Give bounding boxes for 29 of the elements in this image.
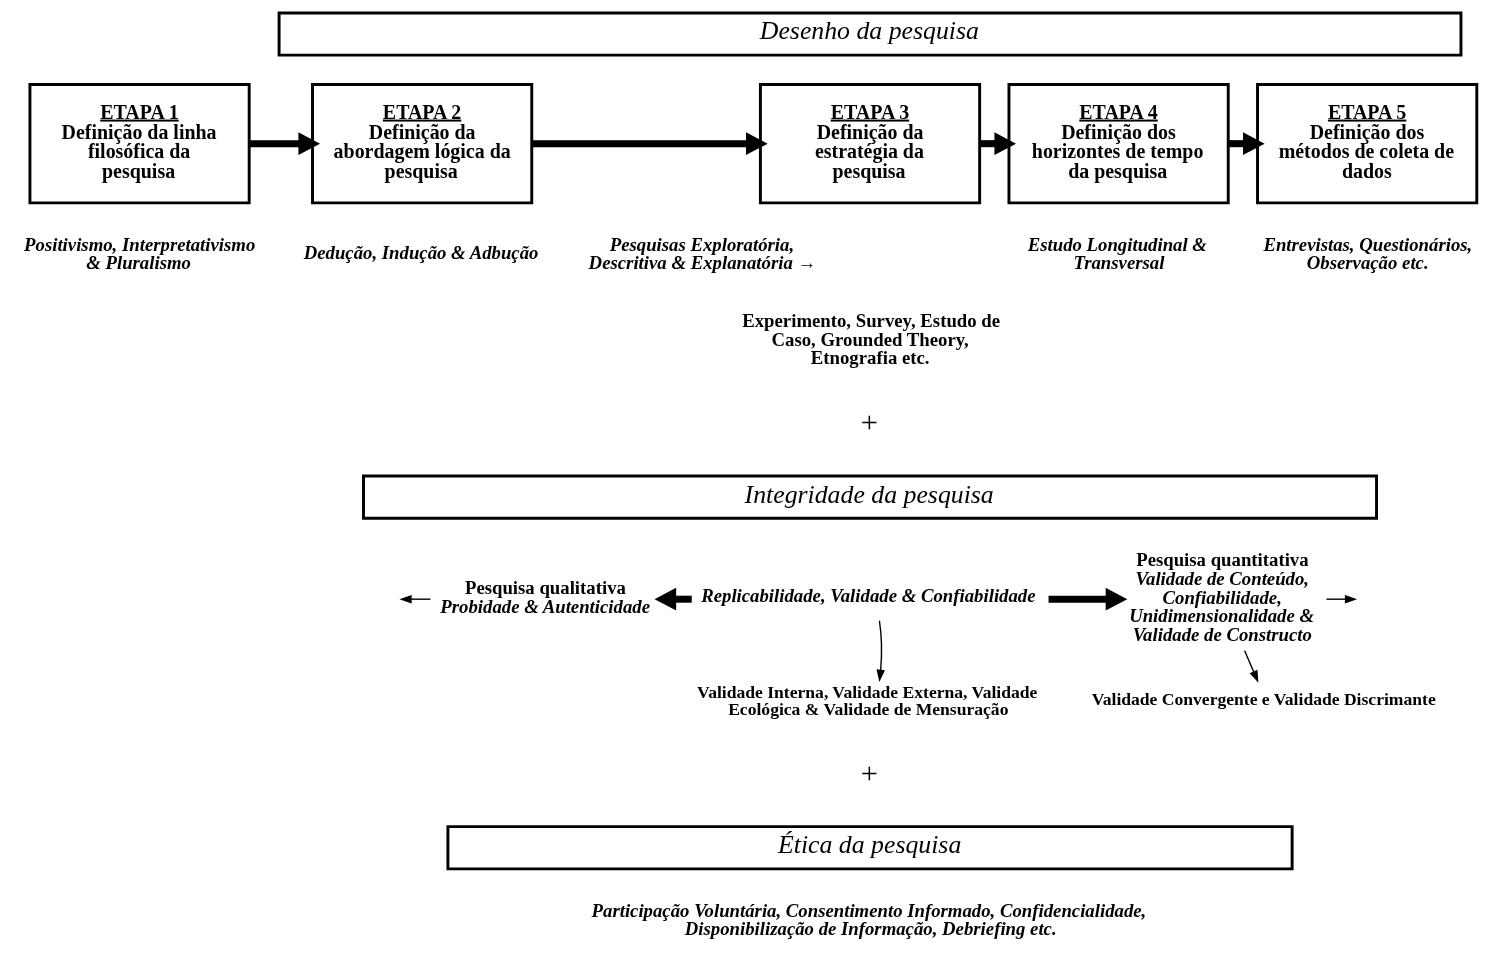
label: + (860, 405, 878, 440)
node-box: Desenho da pesquisa (277, 11, 1462, 57)
arrow (398, 594, 431, 604)
node-box: Ética da pesquisa (445, 825, 1294, 871)
arrow (654, 587, 692, 611)
arrow (875, 620, 885, 682)
node-label: Estudo Longitudinal & Transversal (1027, 233, 1207, 274)
node-label: Dedução, Indução & Adbução (303, 241, 538, 263)
node-label: Entrevistas, Questionários, Observação etc. (1262, 233, 1472, 274)
node-box: ETAPA 1 Definição da linha filosófica da pesquisa (27, 83, 251, 205)
node-label: Participação Voluntária, Consentimento Informado, Confidencialidade, Disponibilização de Informação, Debriefing etc. (591, 899, 1146, 940)
node-label: Pesquisas Exploratória, Descritiva & Explanatória → (588, 233, 816, 274)
node-text: Validade Interna, Validade Externa, Validade Ecológica & Validade de Mensuração (696, 681, 1037, 720)
node-box: ETAPA 3 Definição da estratégia da pesquisa (758, 83, 981, 205)
arrow (1325, 594, 1357, 604)
node-text: Pesquisa quantitativa Validade de Conteúdo, Confiabilidade, Unidimensionalidade & Validade de Constructo (1128, 549, 1314, 646)
node-box: ETAPA 5 Definição dos métodos de coleta de dados (1255, 83, 1478, 205)
node-label: Positivismo, Interpretativismo & Pluralismo (23, 233, 255, 274)
node-label: Experimento, Survey, Estudo de Caso, Grounded Theory, Etnografia etc. (741, 309, 1000, 369)
node-box: Integridade da pesquisa (361, 474, 1378, 520)
arrow (1243, 650, 1258, 683)
node-text: Pesquisa qualitativa Probidade & Autenticidade (439, 577, 650, 618)
label: + (860, 756, 878, 791)
node-text: Replicabilidade, Validade & Confiabilidade (700, 585, 1036, 607)
node-text: Validade Convergente e Validade Discrimante (1091, 689, 1436, 710)
arrow (248, 132, 320, 155)
node-box: ETAPA 4 Definição dos horizontes de tempo da pesquisa (1007, 83, 1230, 205)
node-box: ETAPA 2 Definição da abordagem lógica da pesquisa (310, 83, 533, 205)
arrow (531, 132, 768, 155)
